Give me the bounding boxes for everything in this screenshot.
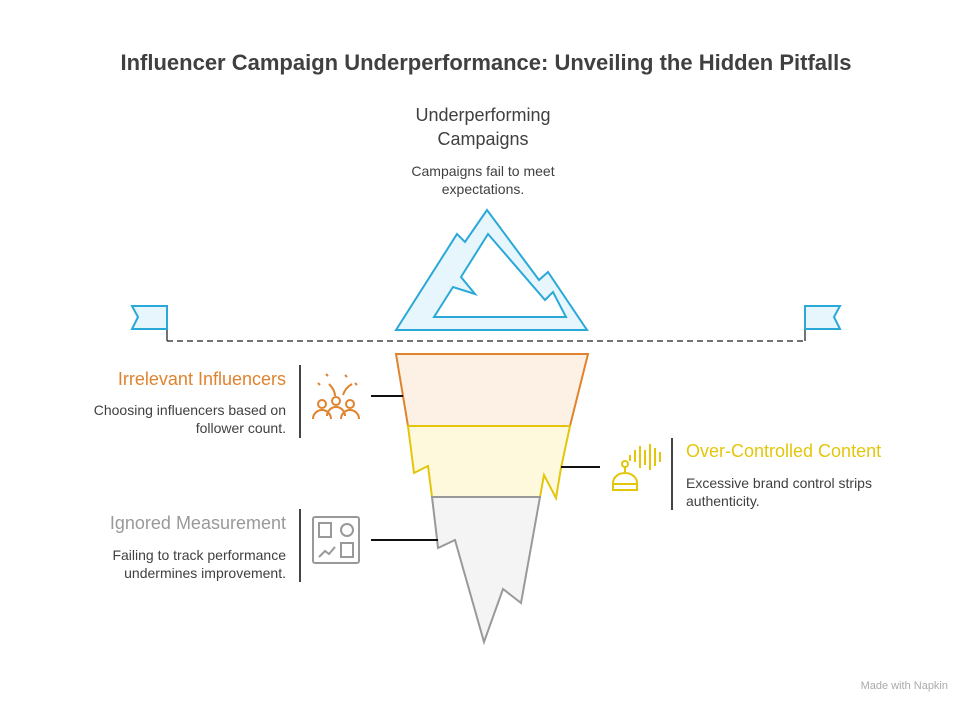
- over-controlled-content-heading: Over-Controlled Content: [686, 441, 882, 461]
- ignored-measurement-heading: Ignored Measurement: [109, 513, 286, 533]
- irrelevant-influencers-description: Choosing influencers based on follower c…: [93, 402, 286, 436]
- napkin-credit[interactable]: Made with Napkin: [860, 680, 948, 692]
- waterline: [130, 305, 842, 342]
- left-flag-icon: [130, 305, 168, 330]
- over-controlled-content-description: Excessive brand control strips authentic…: [686, 475, 872, 509]
- dashboard-icon: [312, 516, 360, 564]
- robot-sound-icon: [612, 444, 661, 491]
- iceberg-tip: [394, 208, 589, 331]
- top-description: Campaigns fail to meet expectations.: [411, 163, 555, 197]
- layer-irrelevant-influencers: [394, 353, 590, 427]
- layer-over-controlled-content: [406, 425, 572, 502]
- top-heading: Underperforming Campaigns: [415, 105, 551, 149]
- layer-ignored-measurement: [430, 496, 542, 646]
- people-celebration-icon: [312, 373, 360, 420]
- irrelevant-influencers-heading: Irrelevant Influencers: [117, 369, 286, 389]
- ignored-measurement-description: Failing to track performance undermines …: [112, 547, 286, 581]
- page-title: Influencer Campaign Underperformance: Un…: [120, 50, 852, 75]
- right-flag-icon: [804, 305, 842, 330]
